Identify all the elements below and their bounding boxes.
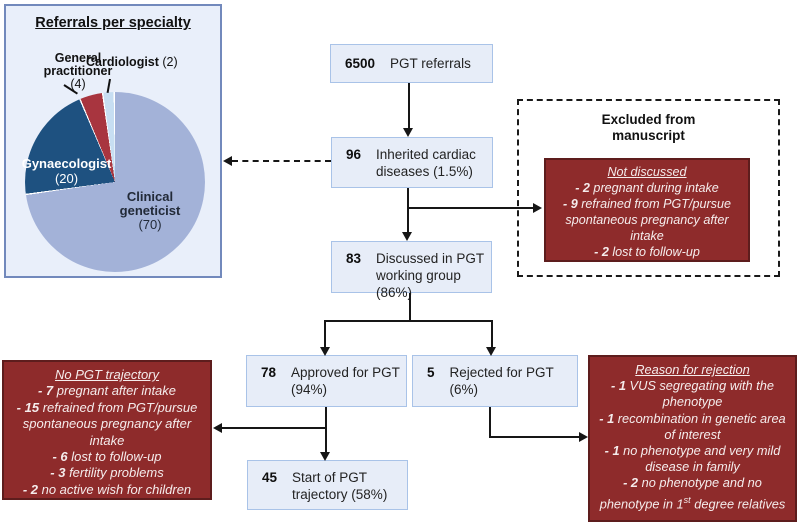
- arrowhead-down-discussed: [402, 232, 412, 241]
- pie-label-cardiologist: Cardiologist (2): [86, 55, 178, 69]
- list-item: - 9 refrained from PGT/pursue spontaneou…: [563, 197, 731, 243]
- arrowhead-left-pie: [223, 156, 232, 166]
- list-item: - 2 lost to follow-up: [594, 245, 700, 259]
- not-discussed-heading: Not discussed: [607, 165, 687, 179]
- excluded-panel: Excluded from manuscript Not discussed -…: [517, 99, 780, 277]
- arrowhead-right-excluded: [533, 203, 542, 213]
- connector-discussed-stem: [409, 293, 411, 322]
- list-item: - 2 no active wish for children: [22, 481, 192, 497]
- no-pgt-trajectory-box: No PGT trajectory - 7 pregnant after int…: [2, 360, 212, 500]
- not-discussed-box: Not discussed - 2 pregnant during intake…: [544, 158, 750, 262]
- connector-referrals-to-inherited: [408, 83, 410, 131]
- list-item: - 7 pregnant after intake: [37, 383, 177, 399]
- arrowhead-right-rejection-reason: [579, 432, 588, 442]
- connector-split-to-approved: [324, 320, 326, 348]
- pie-label-clinical-geneticist: Clinical geneticist (70): [119, 189, 181, 232]
- pie-label-general-practitioner: General practitioner (4): [43, 51, 113, 91]
- connector-inherited-to-excluded: [408, 207, 533, 209]
- list-item: - 1 no phenotype and very mild disease i…: [604, 443, 781, 475]
- list-item: - 2 no phenotype and no phenotype in 1st…: [599, 475, 786, 511]
- connector-to-rejection-reason: [489, 436, 579, 438]
- connector-split-to-rejected: [491, 320, 493, 348]
- pie-chart: [25, 92, 205, 272]
- connector-to-no-pgt: [222, 427, 327, 429]
- no-pgt-heading: No PGT trajectory: [54, 367, 160, 382]
- connector-rejected-stem: [489, 407, 491, 438]
- connector-inherited-to-discussed: [407, 188, 409, 232]
- connector-split-bar: [324, 320, 493, 322]
- list-item: - 3 fertility problems: [50, 465, 164, 481]
- list-item: - 1 VUS segregating with the phenotype: [611, 378, 774, 410]
- list-item: - 1 recombination in genetic area of int…: [599, 410, 786, 442]
- arrowhead-down-approved: [320, 347, 330, 356]
- pie-panel-title: Referrals per specialty: [35, 15, 191, 31]
- list-item: - 15 refrained from PGT/pursue spontaneo…: [16, 399, 198, 448]
- rejection-reason-box: Reason for rejection - 1 VUS segregating…: [588, 355, 797, 522]
- connector-approved-to-start: [325, 407, 327, 453]
- list-item: - 6 lost to follow-up: [52, 449, 162, 465]
- rejection-heading: Reason for rejection: [635, 362, 750, 377]
- arrowhead-left-no-pgt: [213, 423, 222, 433]
- arrowhead-down-start: [320, 452, 330, 461]
- excluded-panel-title: Excluded from manuscript: [601, 112, 696, 143]
- arrowhead-down-inherited: [403, 128, 413, 137]
- referrals-pie-panel: Referrals per specialty General practiti…: [4, 4, 222, 278]
- list-item: - 2 pregnant during intake: [575, 181, 719, 195]
- arrowhead-down-rejected: [486, 347, 496, 356]
- pie-label-gynaecologist: Gynaecologist (20): [21, 156, 112, 186]
- dashed-connector-inherited-to-pie: [232, 160, 331, 162]
